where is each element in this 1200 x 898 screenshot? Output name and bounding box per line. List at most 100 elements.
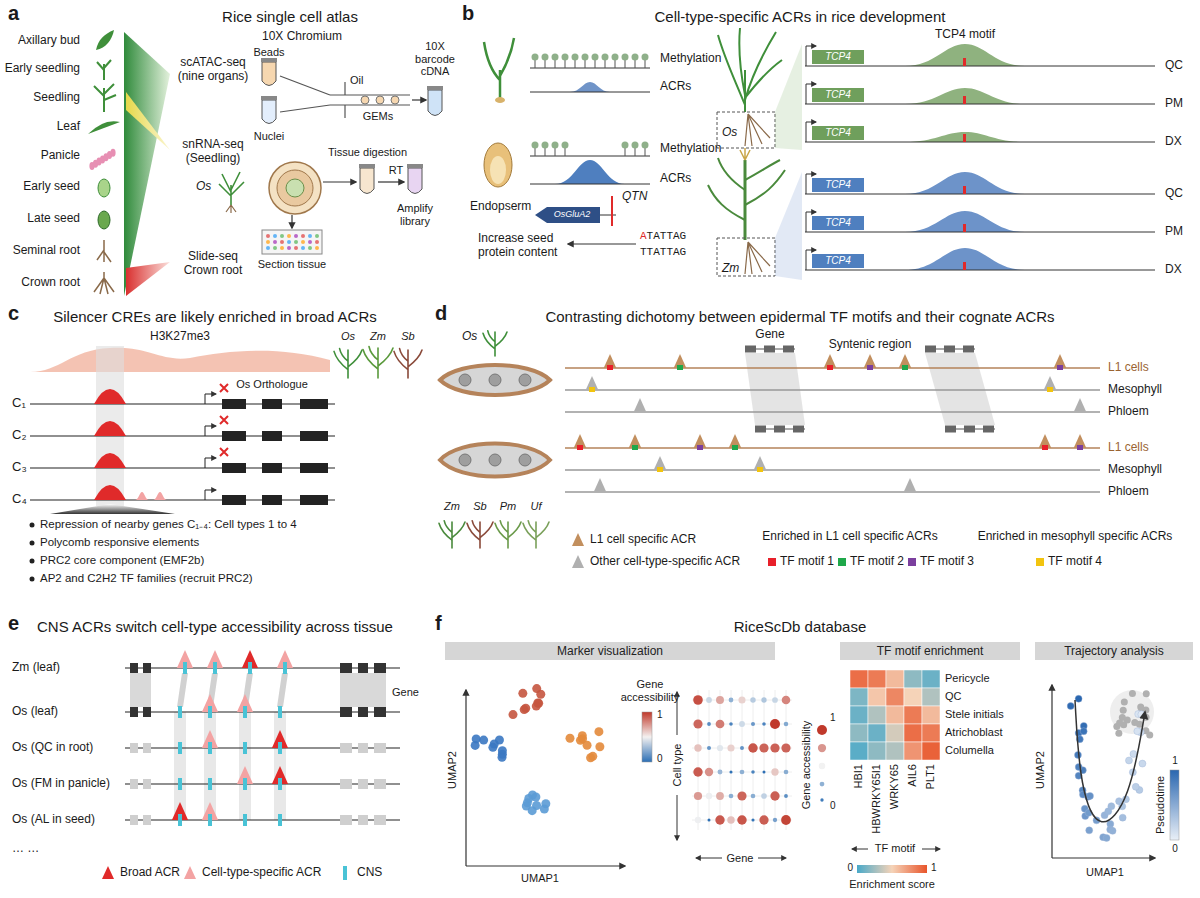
dot-plot-point	[693, 767, 702, 776]
motif-mark	[757, 467, 763, 472]
trajectory-curve	[1075, 700, 1145, 822]
gene-box	[812, 216, 864, 230]
exon-block	[358, 743, 368, 753]
dot-plot-point	[784, 794, 788, 798]
exon-block	[374, 743, 386, 753]
dot-plot-point	[727, 744, 734, 751]
legend-sample	[184, 866, 196, 879]
text-label: C₂	[12, 428, 26, 443]
repression-cross	[220, 416, 228, 424]
trajectory-point	[1130, 751, 1137, 758]
dot-plot-point	[729, 770, 732, 773]
exon-block	[340, 707, 352, 717]
text-label: 1	[830, 712, 836, 724]
exon-block	[963, 346, 974, 353]
heatmap-cell	[904, 706, 922, 724]
umap-point	[509, 710, 518, 719]
lollipop-stick	[605, 60, 606, 68]
panel-letter: e	[8, 612, 19, 635]
header-band: Marker visualization	[445, 642, 775, 660]
text-label: Seedling	[33, 91, 80, 105]
lollipop-stick	[645, 60, 646, 68]
gene-box	[812, 254, 864, 268]
bead-spot	[294, 240, 298, 244]
panel-letter: a	[8, 2, 19, 25]
text-label: snRNA-seq (Seedling)	[170, 138, 256, 166]
dot-plot-point	[706, 697, 712, 703]
orthology-band	[130, 673, 151, 707]
exon-block	[340, 779, 352, 789]
heatmap-cell	[850, 688, 868, 706]
heatmap-cell	[922, 670, 940, 688]
dot-plot-point	[718, 770, 723, 775]
heatmap-cell	[922, 742, 940, 760]
dot-plot-point	[740, 770, 745, 775]
dot-plot-point	[782, 696, 791, 705]
legend-sample	[102, 866, 114, 879]
panel-letter: f	[435, 612, 442, 635]
lollipop-head	[552, 142, 559, 149]
lollipop-stick	[595, 60, 596, 68]
text-label: Pm	[500, 500, 517, 513]
vein-bundle	[519, 454, 531, 466]
lollipop-stick	[535, 148, 536, 156]
umap-point	[576, 736, 585, 745]
bullet	[30, 577, 35, 582]
bullet	[30, 541, 35, 546]
tube-icon	[262, 62, 276, 86]
heatmap-cell	[868, 706, 886, 724]
lollipop-head	[582, 54, 589, 61]
legend-label: Other cell-type-specific ACR	[590, 555, 740, 569]
motif-mark	[963, 186, 966, 194]
motif-mark	[1047, 387, 1053, 392]
panel-letter: b	[462, 2, 474, 25]
lollipop-head	[532, 54, 539, 61]
motif-mark	[607, 365, 613, 370]
dot-plot-point	[740, 746, 744, 750]
heatmap-cell	[922, 706, 940, 724]
exon-block	[222, 463, 246, 473]
track-line	[805, 270, 1155, 271]
cns-mark	[243, 778, 247, 790]
cns-mark	[278, 814, 282, 826]
grid-line	[731, 690, 732, 830]
lollipop-stick	[545, 60, 546, 68]
text-label: scATAC-seq (nine organs)	[170, 56, 256, 84]
legend-label: Cell-type-specific ACR	[202, 866, 321, 880]
text-label: Os (AL in seed)	[12, 813, 95, 827]
trajectory-point	[1137, 704, 1144, 711]
text-label: Section tissue	[258, 258, 326, 271]
text-label: 0	[830, 800, 836, 812]
text-label: Panicle	[41, 149, 80, 163]
dot-plot-point	[784, 770, 789, 775]
text-label: DX	[1165, 135, 1182, 149]
dot-plot-point	[762, 722, 766, 726]
trajectory-point	[1132, 783, 1139, 790]
lollipop-stick	[565, 60, 566, 68]
trajectory-point	[1119, 814, 1126, 821]
axis-arrow	[696, 858, 722, 859]
cns-mark	[208, 814, 212, 826]
tss-arrow	[205, 490, 216, 500]
h3k27me3-track	[30, 348, 330, 372]
bead-spot	[273, 246, 277, 250]
panicle-icon	[110, 149, 115, 157]
cluster-halo	[1110, 690, 1154, 734]
lollipop-stick	[635, 148, 636, 156]
lollipop-head	[532, 142, 539, 149]
text-label: C₃	[12, 460, 27, 475]
cns-mark	[248, 662, 252, 674]
text-label: QC	[1165, 59, 1183, 73]
trajectory-point	[1146, 731, 1153, 738]
seedling-wedge	[126, 92, 170, 150]
text-label: TF motif	[875, 842, 915, 855]
tss-arrow	[806, 212, 816, 232]
legend-sample	[572, 533, 584, 546]
text-label: Gene accessibility	[800, 721, 813, 810]
exon-block	[358, 707, 368, 717]
axis-arrow	[922, 849, 940, 850]
acr-peak	[905, 172, 1025, 194]
gene-line	[600, 215, 616, 216]
legend-sample	[572, 555, 584, 568]
exon-block	[143, 663, 151, 673]
